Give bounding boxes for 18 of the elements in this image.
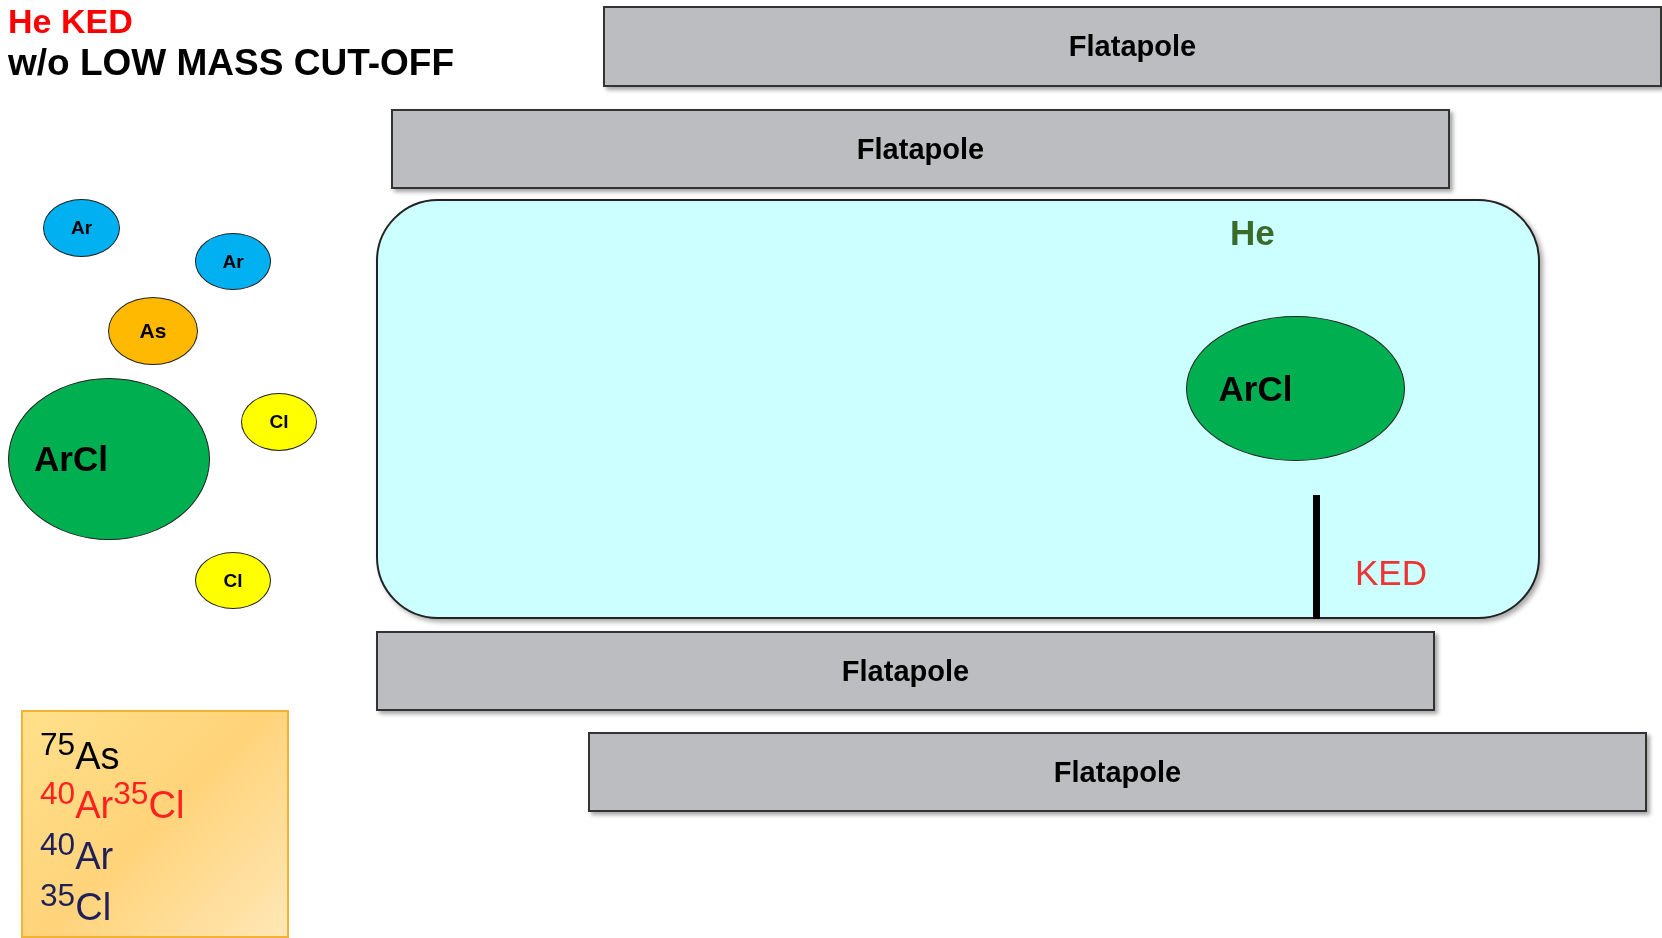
ion-ellipse: Ar (43, 199, 120, 257)
gas-label: He (1230, 213, 1275, 253)
ion-ellipse: Cl (241, 393, 317, 451)
collision-cell (376, 199, 1540, 619)
barrier-label: KED (1355, 553, 1427, 594)
legend-entry: $^{35}$Cl (40, 877, 112, 930)
title-text: He KED (8, 2, 133, 42)
ion-ellipse: As (108, 297, 198, 365)
ion-ellipse: ArCl (1186, 316, 1405, 461)
ion-ellipse: ArCl (8, 378, 210, 540)
flatapole-bar: Flatapole (603, 6, 1662, 87)
flatapole-bar: Flatapole (588, 732, 1647, 812)
ion-ellipse: Ar (195, 233, 271, 290)
legend-entry: $^{40}$Ar (40, 826, 114, 879)
ion-ellipse: Cl (195, 552, 271, 609)
flatapole-bar: Flatapole (376, 631, 1435, 711)
flatapole-bar: Flatapole (391, 109, 1450, 189)
title-text: w/o LOW MASS CUT-OFF (8, 42, 454, 85)
